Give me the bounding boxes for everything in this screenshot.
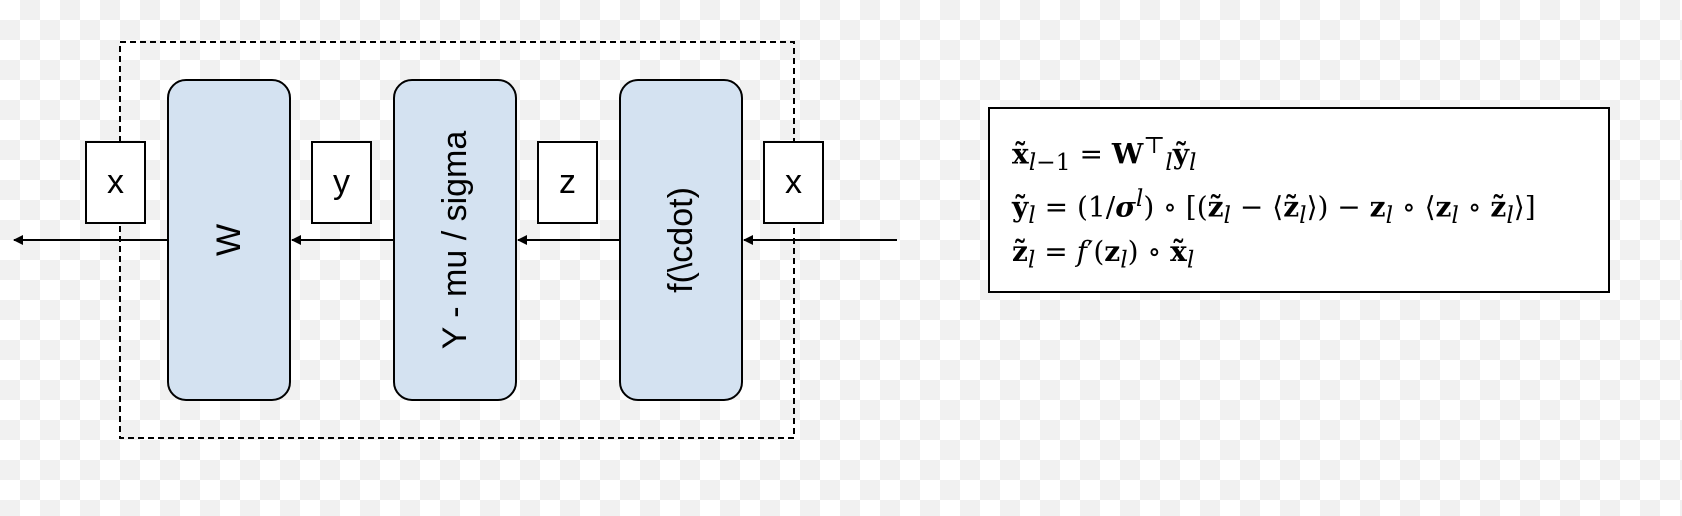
equation-line-2: ỹl = (1/σl) ∘ [(z̃l − ⟨z̃l⟩) − zl ∘ ⟨zl … [1012,184,1536,229]
activation-block: f(\cdot) [619,79,743,401]
variable-box-z: z [537,141,598,224]
variable-label-x-out: x [107,163,124,201]
weight-block: W [167,79,291,401]
equation-line-3: z̃l = f′(zl) ∘ x̃l [1012,235,1195,274]
variable-label-z: z [559,163,576,201]
normalization-block-label: Y - mu / sigma [436,131,474,350]
normalization-block: Y - mu / sigma [393,79,517,401]
variable-label-y: y [333,163,350,201]
variable-box-y: y [311,141,372,224]
weight-block-label: W [210,224,248,256]
variable-label-x-in: x [785,163,802,201]
variable-box-x-out: x [85,141,146,224]
activation-block-label: f(\cdot) [662,187,700,293]
equation-line-1: x̃l−1 = W⊤lỹl [1012,131,1197,176]
equations-box: x̃l−1 = W⊤lỹl ỹl = (1/σl) ∘ [(z̃l − ⟨z̃l… [988,107,1610,293]
variable-box-x-in: x [763,141,824,224]
